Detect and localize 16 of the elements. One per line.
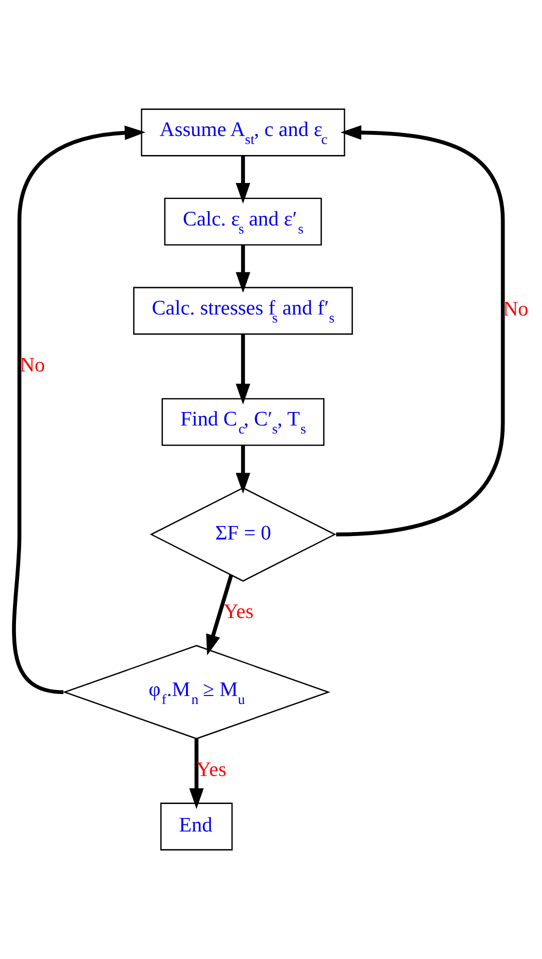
node-box: End (160, 802, 233, 850)
node-box: Find C$_{c}$, C′$_{s}$, T$_{s}$ (162, 398, 324, 446)
node-diamond: φ$_{f}$.M$_{n}$ ≥ M$_{u}$ (62, 644, 330, 740)
arrow (236, 446, 250, 494)
arrow (189, 738, 204, 810)
node-box: Calc. ε$_{s}$ and ε′$_{s}$ (164, 198, 322, 246)
arrow (206, 574, 234, 656)
node-box: Calc. stresses f$_{s}$ and f′$_{s}$ (133, 286, 353, 335)
arrow (236, 334, 250, 404)
arrow (336, 125, 505, 536)
node-diamond: ΣF = 0 (150, 487, 336, 582)
arrow (12, 126, 146, 694)
arrow (236, 156, 250, 204)
edge-label: Yes (223, 601, 254, 624)
arrow (236, 245, 250, 293)
node-box: Assume A$_{st}$, c and ε$_{c}$ (140, 108, 346, 156)
